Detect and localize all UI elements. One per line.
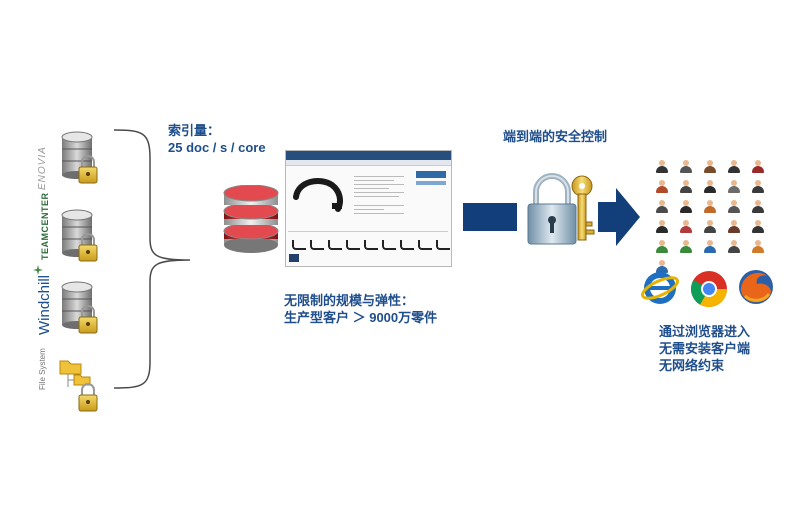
- firefox-browser-icon: [739, 270, 773, 304]
- divider: [288, 231, 448, 232]
- index-speed-label: 索引量： 25 doc / s / core: [168, 122, 266, 156]
- index-speed-value: 25 doc / s / core: [168, 140, 266, 155]
- metadata-lines: [354, 173, 404, 217]
- scale-label: 无限制的规模与弹性： 生产型客户 ＞ 9000万零件: [284, 292, 437, 326]
- access-label: 通过浏览器进入 无需安装客户端 无网络约束: [659, 323, 750, 374]
- enovia-logo: ENOVIA: [37, 146, 48, 190]
- index-speed-title: 索引量：: [168, 123, 221, 138]
- flow-arrow-bar: [463, 203, 517, 231]
- app-toolbar: [286, 160, 451, 166]
- flow-arrow-head: [598, 188, 640, 246]
- chrome-browser-icon: [690, 271, 727, 308]
- index-database-icon: [223, 185, 279, 253]
- source-icons: [59, 131, 98, 412]
- part-preview-icon: [293, 178, 343, 212]
- access-line-no-client: 无需安装客户端: [659, 341, 751, 356]
- side-tag: [416, 181, 446, 185]
- side-tag: [416, 171, 446, 178]
- scale-value: 生产型客户 ＞ 9000万零件: [284, 310, 438, 325]
- windchill-logo: Windchill: [36, 274, 53, 335]
- teamcenter-logo: TEAMCENTER: [40, 192, 50, 261]
- file-system-label: File System: [38, 348, 47, 390]
- security-label: 端到端的安全控制: [503, 129, 608, 144]
- users-grid: [650, 160, 770, 273]
- access-line-no-network: 无网络约束: [659, 358, 725, 373]
- lock-icon: [78, 155, 98, 184]
- similar-parts-row: [292, 237, 454, 255]
- app-screenshot: [285, 150, 452, 267]
- teamcenter-star-icon: [33, 262, 43, 275]
- scale-title: 无限制的规模与弹性：: [284, 293, 415, 308]
- ie-browser-icon: [641, 272, 679, 304]
- padlock-key-icon: [527, 173, 595, 245]
- merge-brace: [113, 129, 191, 389]
- access-line-browser: 通过浏览器进入: [659, 324, 751, 339]
- app-header-bar: [286, 151, 451, 160]
- status-square: [289, 254, 299, 262]
